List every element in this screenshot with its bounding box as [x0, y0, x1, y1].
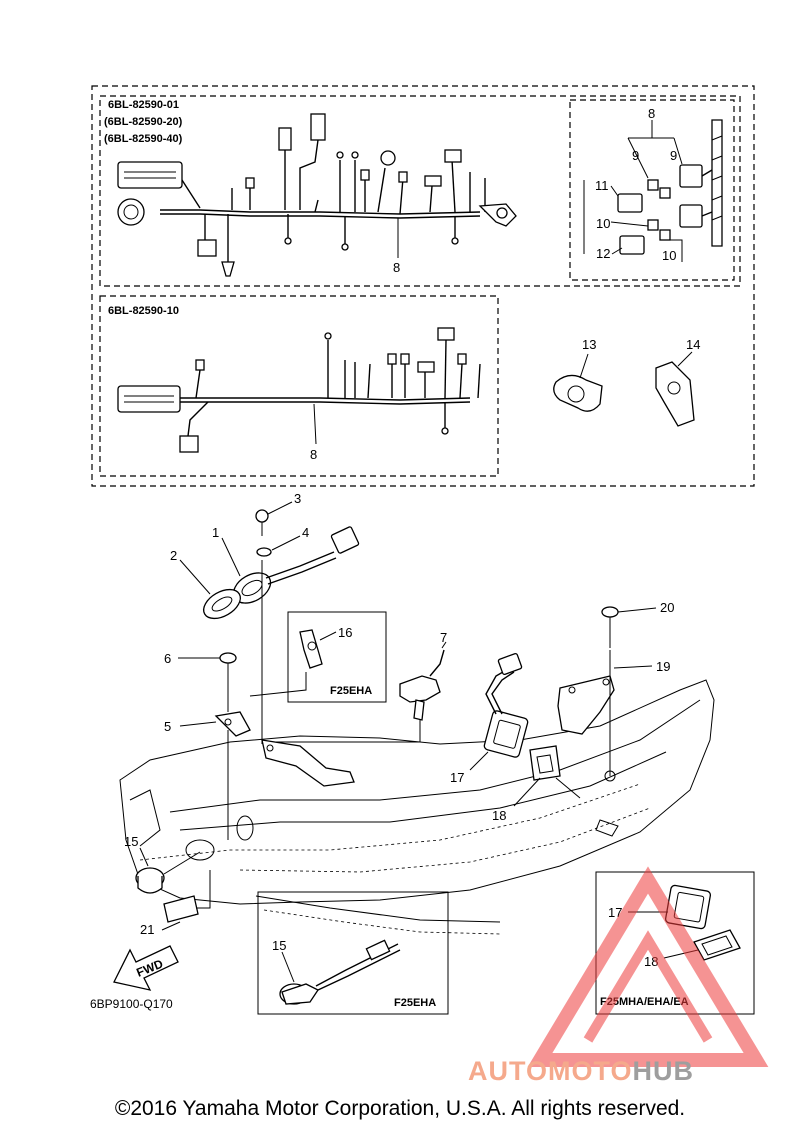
callout-1: 1: [212, 525, 219, 540]
label-21: [163, 895, 199, 923]
callout-21: 21: [140, 922, 154, 937]
group-code-lower: 6BL-82590-10: [108, 305, 179, 317]
callout-12: 12: [596, 246, 610, 261]
variant-label-f25mha-eha-ea: F25MHA/EHA/EA: [600, 996, 689, 1008]
bolt-3: [255, 509, 269, 536]
wire-harness-lower: [117, 327, 481, 453]
bolt-6: [219, 652, 237, 690]
callout-5: 5: [164, 719, 171, 734]
callout-7: 7: [440, 630, 447, 645]
wire-harness-upper: [117, 113, 517, 277]
callout-2: 2: [170, 548, 177, 563]
watermark-brand-part1: AUTOMOTO: [468, 1056, 633, 1086]
variant-label-f25eha-clamp: F25EHA: [330, 685, 372, 697]
callout-18-main: 18: [492, 808, 506, 823]
callout-9-left: 9: [632, 148, 639, 163]
callout-14: 14: [686, 337, 700, 352]
connector-detail: [617, 119, 723, 255]
watermark-logo: [527, 866, 769, 1067]
lower-harness-frame: [99, 295, 499, 477]
clamp-16: [299, 629, 323, 669]
washer-4: [256, 547, 272, 557]
callout-13: 13: [582, 337, 596, 352]
callout-8-upper: 8: [393, 260, 400, 275]
callout-8-lower: 8: [310, 447, 317, 462]
callout-15-main: 15: [124, 834, 138, 849]
clamp-13: [553, 374, 603, 412]
group-code-2: (6BL-82590-20): [104, 116, 183, 128]
callout-9-right: 9: [670, 148, 677, 163]
callout-8-detail: 8: [648, 106, 655, 121]
switch-17: [483, 652, 529, 758]
callout-19: 19: [656, 659, 670, 674]
callout-10-left: 10: [596, 216, 610, 231]
grommet-1: [232, 526, 360, 604]
callout-11: 11: [595, 178, 609, 193]
bolt-20: [601, 606, 619, 648]
callout-3: 3: [294, 491, 301, 506]
terminal-7: [399, 649, 445, 721]
callout-16: 16: [338, 625, 352, 640]
callout-17-main: 17: [450, 770, 464, 785]
variant-label-f25eha-switch: F25EHA: [394, 997, 436, 1009]
callout-10-right: 10: [662, 248, 676, 263]
bottom-cowling: [119, 679, 715, 935]
callout-6: 6: [164, 651, 171, 666]
upper-harness-frame: [99, 95, 741, 287]
seal-2: [203, 588, 241, 620]
connector-detail-frame: [569, 99, 735, 281]
diagram-reference: 6BP9100-Q170: [90, 997, 173, 1011]
bracket-5: [214, 711, 355, 787]
watermark-brand: AUTOMOTOHUB: [468, 1056, 694, 1087]
group-code-1: 6BL-82590-01: [108, 99, 179, 111]
callout-15-variant: 15: [272, 938, 286, 953]
outer-group-frame: [91, 85, 755, 487]
holder-19: [557, 675, 615, 735]
variant-box-f25eha-clamp: [287, 611, 387, 703]
clamp-14: [655, 361, 695, 427]
copyright-notice: ©2016 Yamaha Motor Corporation, U.S.A. A…: [114, 1097, 686, 1120]
group-code-3: (6BL-82590-40): [104, 133, 183, 145]
switch-15: [279, 939, 401, 1005]
plug-15: [135, 867, 165, 894]
gasket-18-variant: [693, 929, 741, 961]
watermark-brand-part2: HUB: [632, 1056, 695, 1086]
variant-box-f25mha-eha-ea: [595, 871, 755, 1015]
variant-box-f25eha-switch: [257, 891, 449, 1015]
gasket-18: [529, 745, 561, 781]
callout-4: 4: [302, 525, 309, 540]
fwd-arrow: FWD: [113, 945, 179, 991]
callout-20: 20: [660, 600, 674, 615]
